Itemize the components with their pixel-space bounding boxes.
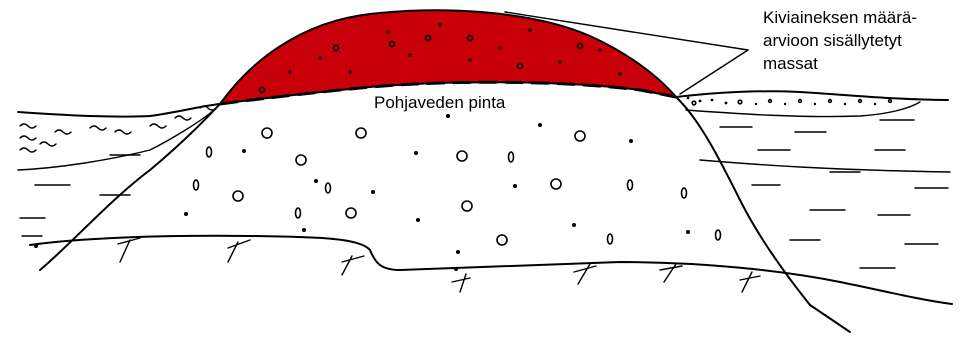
right-lens-top: [676, 91, 948, 100]
right-sediment-layer: [700, 160, 950, 172]
bedrock-hatch: [118, 238, 760, 292]
bedrock-surface: [30, 236, 952, 304]
aggregate-masses-label-line-3: massat: [763, 54, 818, 73]
lens-texture: [687, 97, 892, 106]
esker-body-texture: [34, 114, 721, 271]
aggregate-masses-label-line-2: arvioon sisällytetyt: [763, 31, 902, 50]
groundwater-surface-label: Pohjaveden pinta: [374, 93, 506, 112]
left-sediment-top: [18, 104, 220, 117]
aggregate-masses-label-line-1: Kiviaineksen määrä-: [763, 8, 917, 27]
right-lens-bottom: [686, 102, 920, 117]
leader-line-bottom: [680, 50, 748, 94]
silt-symbols: [20, 120, 948, 268]
aggregate-mass-zone: [220, 10, 676, 104]
